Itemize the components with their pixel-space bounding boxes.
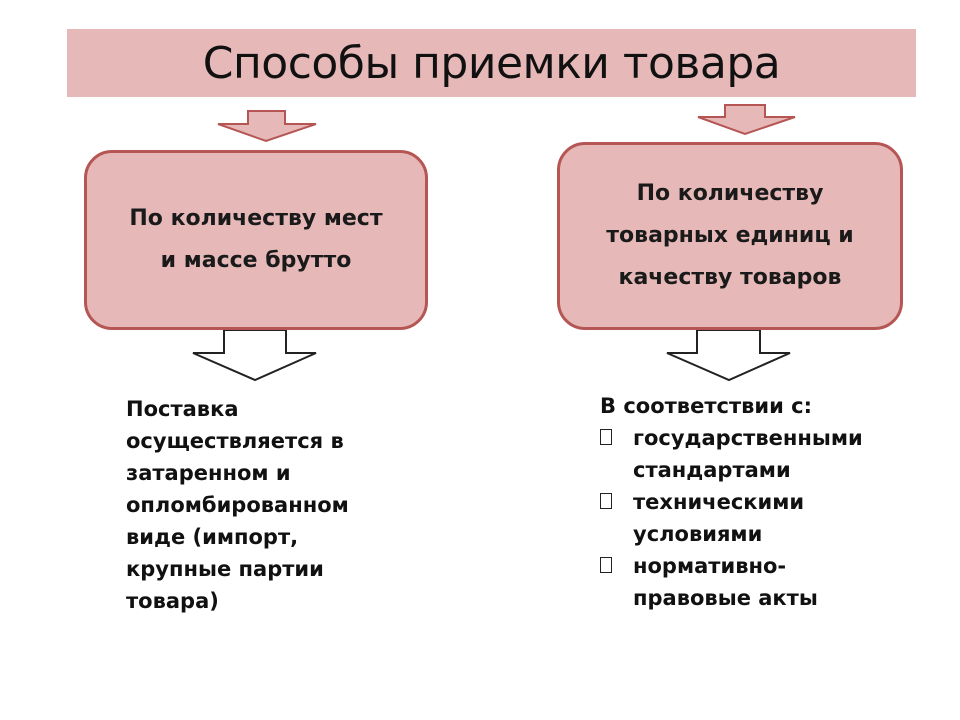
title-banner: Способы приемки товара bbox=[67, 29, 916, 97]
left-description: Поставка осуществляется в затаренном и о… bbox=[126, 393, 426, 617]
box-right-line-1: По количеству bbox=[636, 181, 824, 206]
left-description-line: опломбированном bbox=[126, 493, 349, 517]
left-description-line: крупные партии bbox=[126, 557, 324, 581]
box-by-units-and-quality: По количеству товарных единиц и качеству… bbox=[557, 142, 903, 330]
square-bullet-icon bbox=[600, 429, 612, 445]
left-description-line: виде (импорт, bbox=[126, 525, 299, 549]
list-item: государственными стандартами bbox=[600, 422, 920, 486]
box-right-line-3: качеству товаров bbox=[618, 265, 842, 290]
arrow-down-left-box-to-text bbox=[192, 329, 317, 382]
diagram-title: Способы приемки товара bbox=[202, 37, 781, 89]
list-item-line-1: нормативно- bbox=[633, 554, 787, 578]
arrow-down-right-box-to-list bbox=[666, 329, 791, 382]
square-bullet-icon bbox=[600, 493, 612, 509]
left-description-line: затаренном и bbox=[126, 461, 291, 485]
list-item: нормативно- правовые акты bbox=[600, 550, 920, 614]
list-item: техническими условиями bbox=[600, 486, 920, 550]
box-left-line-2: и массе брутто bbox=[160, 248, 352, 273]
box-right-line-2: товарных единиц и bbox=[606, 223, 854, 248]
box-left-line-1: По количеству мест bbox=[129, 206, 383, 231]
list-item-line-1: техническими bbox=[633, 490, 805, 514]
arrow-down-title-to-right-box bbox=[697, 104, 796, 136]
list-item-line-2: условиями bbox=[633, 522, 763, 546]
left-description-line: товара) bbox=[126, 589, 219, 613]
arrow-down-title-to-left-box bbox=[217, 110, 317, 143]
left-description-line: осуществляется в bbox=[126, 429, 344, 453]
list-item-line-2: правовые акты bbox=[633, 586, 818, 610]
left-description-line: Поставка bbox=[126, 397, 239, 421]
box-by-places-and-gross-weight: По количеству мест и массе брутто bbox=[84, 150, 428, 330]
list-item-line-2: стандартами bbox=[633, 458, 791, 482]
list-heading: В соответствии с: bbox=[600, 394, 812, 418]
square-bullet-icon bbox=[600, 557, 612, 573]
list-item-line-1: государственными bbox=[633, 426, 863, 450]
right-standards-list: В соответствии с: государственными станд… bbox=[600, 390, 920, 614]
